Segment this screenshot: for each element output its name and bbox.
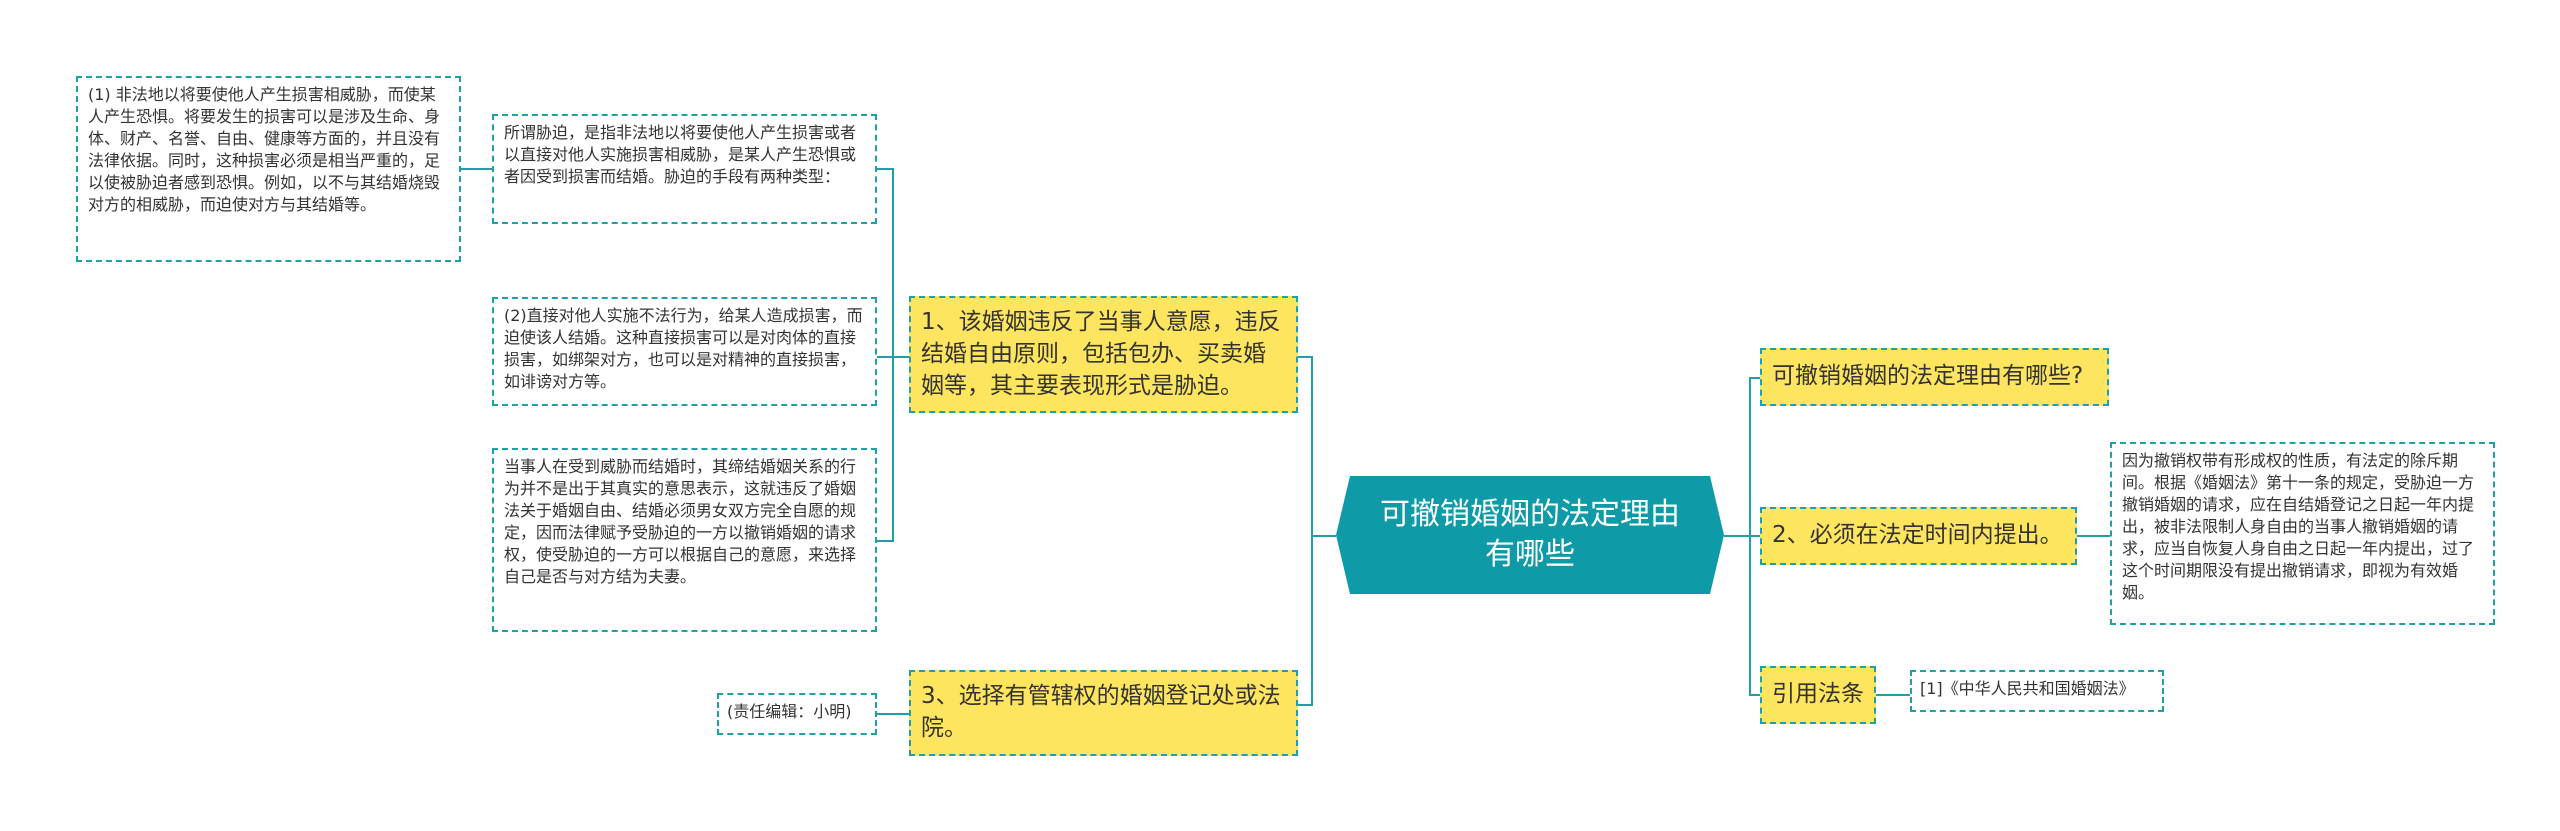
branch-cited-law[interactable]: 引用法条 (1760, 666, 1876, 724)
branch-1-label: 1、该婚姻违反了当事人意愿，违反结婚自由原则，包括包办、买卖婚姻等，其主要表现形… (921, 309, 1281, 399)
marriage-law-text: [1]《中华人民共和国婚姻法》 (1920, 679, 2135, 698)
leaf-marriage-law[interactable]: [1]《中华人民共和国婚姻法》 (1910, 670, 2164, 712)
coercion-effect-text: 当事人在受到威胁而结婚时，其缔结婚姻关系的行为并不是出于其真实的意思表示，这就违… (504, 457, 857, 586)
central-topic[interactable]: 可撤销婚姻的法定理由有哪些 (1336, 476, 1724, 594)
central-title: 可撤销婚姻的法定理由有哪些 (1380, 497, 1680, 572)
leaf-time-limit-detail[interactable]: 因为撤销权带有形成权的性质，有法定的除斥期间。根据《婚姻法》第十一条的规定，受胁… (2110, 442, 2495, 625)
branch-question-label: 可撤销婚姻的法定理由有哪些? (1772, 363, 2084, 389)
leaf-editor[interactable]: (责任编辑：小明) (717, 693, 877, 735)
coercion-definition-text: 所谓胁迫，是指非法地以将要使他人产生损害或者以直接对他人实施损害相威胁，是某人产… (504, 123, 857, 186)
branch-question[interactable]: 可撤销婚姻的法定理由有哪些? (1760, 348, 2109, 406)
branch-3-label: 3、选择有管辖权的婚姻登记处或法院。 (921, 683, 1281, 741)
branch-cited-law-label: 引用法条 (1772, 681, 1864, 707)
leaf-coercion-type2[interactable]: (2)直接对他人实施不法行为，给某人造成损害，而迫使该人结婚。这种直接损害可以是… (492, 297, 877, 406)
leaf-coercion-effect[interactable]: 当事人在受到威胁而结婚时，其缔结婚姻关系的行为并不是出于其真实的意思表示，这就违… (492, 448, 877, 632)
editor-text: (责任编辑：小明) (727, 702, 852, 721)
leaf-coercion-definition[interactable]: 所谓胁迫，是指非法地以将要使他人产生损害或者以直接对他人实施损害相威胁，是某人产… (492, 114, 877, 224)
branch-2-label: 2、必须在法定时间内提出。 (1772, 522, 2063, 548)
time-limit-detail-text: 因为撤销权带有形成权的性质，有法定的除斥期间。根据《婚姻法》第十一条的规定，受胁… (2122, 451, 2475, 602)
branch-3-jurisdiction[interactable]: 3、选择有管辖权的婚姻登记处或法院。 (909, 670, 1298, 756)
branch-2-time-limit[interactable]: 2、必须在法定时间内提出。 (1760, 507, 2077, 565)
leaf-coercion-type1[interactable]: (1) 非法地以将要使他人产生损害相威胁，而使某人产生恐惧。将要发生的损害可以是… (76, 76, 461, 262)
coercion-type2-text: (2)直接对他人实施不法行为，给某人造成损害，而迫使该人结婚。这种直接损害可以是… (504, 306, 863, 391)
coercion-type1-text: (1) 非法地以将要使他人产生损害相威胁，而使某人产生恐惧。将要发生的损害可以是… (88, 85, 441, 214)
branch-1-consent[interactable]: 1、该婚姻违反了当事人意愿，违反结婚自由原则，包括包办、买卖婚姻等，其主要表现形… (909, 296, 1298, 413)
